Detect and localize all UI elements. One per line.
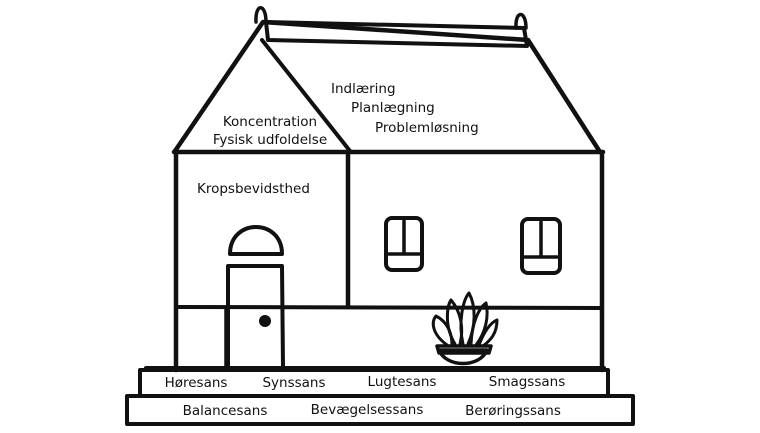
roof (172, 6, 603, 155)
door-knob (259, 315, 271, 327)
label-indlaering: Indlæring (331, 81, 396, 97)
gable-labels: Koncentration Fysisk udfoldelse (213, 114, 327, 148)
label-koncentration: Koncentration (223, 114, 317, 130)
door (226, 264, 285, 369)
foundation-lower-labels: Balancesans Bevægelsessans Berøringssans (183, 402, 561, 419)
label-synssans: Synssans (262, 375, 325, 391)
window-right (520, 217, 562, 275)
label-beroringssans: Berøringssans (465, 403, 561, 419)
foundation-upper-labels: Høresans Synssans Lugtesans Smagssans (165, 374, 566, 391)
label-problemloesning: Problemløsning (375, 120, 479, 136)
potted-plant-icon (431, 291, 499, 366)
label-fysisk-udfoldelse: Fysisk udfoldelse (213, 132, 327, 148)
label-kropsbevidsthed: Kropsbevidsthed (197, 181, 310, 197)
label-balancesans: Balancesans (183, 403, 268, 419)
label-horesans: Høresans (165, 375, 228, 391)
roof-labels: Indlæring Planlægning Problemløsning (331, 81, 479, 136)
label-bevaegelsessans: Bevægelsessans (311, 402, 424, 418)
label-lugtesans: Lugtesans (368, 374, 437, 390)
door-fanlight (228, 225, 284, 256)
label-smagssans: Smagssans (489, 374, 566, 390)
label-planlaegning: Planlægning (351, 100, 435, 116)
foundation (125, 368, 635, 426)
window-left (384, 216, 424, 272)
